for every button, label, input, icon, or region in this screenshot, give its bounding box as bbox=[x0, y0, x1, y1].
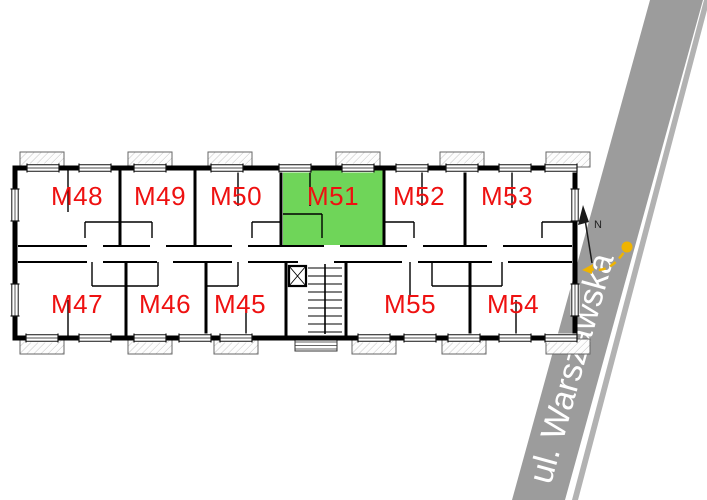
unit-label-m50[interactable]: M50 bbox=[209, 181, 263, 211]
street-band: ul. Warszawska bbox=[512, 0, 707, 500]
north-letter: N bbox=[594, 219, 602, 231]
unit-label-m55[interactable]: M55 bbox=[383, 289, 437, 319]
unit-label-m51-highlighted[interactable]: M51 bbox=[306, 181, 360, 211]
unit-label-m52[interactable]: M52 bbox=[392, 181, 446, 211]
highlighted-unit-m51-area[interactable] bbox=[283, 170, 383, 245]
north-arrowhead bbox=[578, 205, 589, 225]
unit-label-m54[interactable]: M54 bbox=[486, 289, 540, 319]
unit-label-m46[interactable]: M46 bbox=[138, 289, 192, 319]
unit-label-m49[interactable]: M49 bbox=[133, 181, 187, 211]
elevator-shaft bbox=[287, 264, 308, 288]
entrance-steps bbox=[294, 337, 338, 352]
compass-arc-arrowhead bbox=[582, 264, 593, 274]
street-band-edge-line bbox=[572, 0, 707, 500]
staircase bbox=[308, 264, 342, 334]
street-band-stripe bbox=[512, 0, 703, 500]
unit-divider-walls bbox=[118, 168, 472, 338]
north-arrow: N bbox=[578, 205, 633, 274]
compass-dot bbox=[621, 241, 633, 253]
corridor-walls bbox=[18, 245, 572, 263]
unit-label-m47[interactable]: M47 bbox=[50, 289, 104, 319]
unit-label-m48[interactable]: M48 bbox=[50, 181, 104, 211]
unit-label-m53[interactable]: M53 bbox=[480, 181, 534, 211]
room-partition-walls bbox=[67, 168, 575, 338]
unit-label-m45[interactable]: M45 bbox=[213, 289, 267, 319]
building-plan bbox=[9, 151, 591, 355]
